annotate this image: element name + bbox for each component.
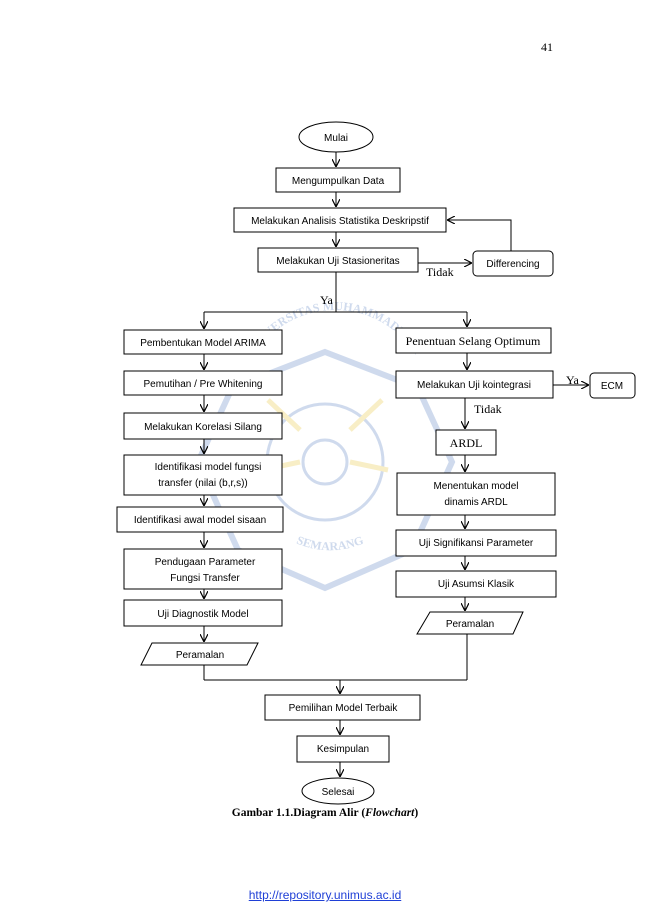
node-korelasi [123, 412, 283, 440]
node-kointegrasi [395, 370, 554, 399]
node-arima [123, 329, 283, 355]
node-menentukan [396, 472, 556, 516]
node-selang [395, 327, 552, 354]
node-asumsi [395, 570, 557, 598]
node-analisis [233, 207, 447, 233]
figure-caption: Gambar 1.1.Diagram Alir (Flowchart) [0, 807, 650, 819]
node-ecm-label: ECM [601, 381, 623, 392]
node-mulai-label: Mulai [324, 133, 348, 144]
node-peramalan-right [416, 611, 524, 635]
node-ardl-label: ARDL [450, 436, 483, 450]
edge-label-tidak-1: Tidak [426, 265, 454, 279]
edge-label-ya-2: Ya [566, 373, 579, 387]
node-signifikansi [395, 529, 557, 557]
node-pendugaan-label-2: Fungsi Transfer [170, 573, 240, 584]
node-pendugaan-label-1: Pendugaan Parameter [155, 557, 256, 568]
node-kesimpulan [296, 735, 390, 763]
caption-end: ) [414, 807, 419, 819]
edge-label-tidak-2: Tidak [474, 402, 502, 416]
node-pendugaan [123, 548, 283, 590]
repository-link[interactable]: http://repository.unimus.ac.id [248, 888, 402, 902]
node-arima-label: Pembentukan Model ARIMA [140, 338, 266, 349]
node-selesai [301, 777, 375, 805]
node-identifikasi-label-2: transfer (nilai (b,r,s)) [158, 478, 247, 489]
node-identifikasi-label-1: Identifikasi model fungsi [155, 462, 262, 473]
caption-main: Gambar 1.1.Diagram Alir ( [231, 807, 366, 819]
node-menentukan-label-1: Menentukan model [433, 481, 518, 492]
node-peramalan-left-label: Peramalan [176, 650, 224, 661]
node-mengumpulkan-data [275, 167, 401, 193]
node-pemilihan [264, 694, 421, 721]
node-analisis-label: Melakukan Analisis Statistika Deskripsti… [251, 216, 429, 227]
node-identifikasi [123, 454, 283, 496]
watermark-bottom-text: SEMARANG [295, 533, 366, 553]
edge-label-ya-1: Ya [320, 293, 333, 307]
node-selesai-label: Selesai [322, 787, 355, 798]
node-kointegrasi-label: Melakukan Uji kointegrasi [417, 380, 531, 391]
node-stasioneritas-label: Melakukan Uji Stasioneritas [276, 256, 399, 267]
node-sisaan [116, 506, 284, 533]
page-number: 41 [541, 40, 553, 54]
node-asumsi-label: Uji Asumsi Klasik [438, 579, 515, 590]
node-pemutihan-label: Pemutihan / Pre Whitening [144, 379, 263, 390]
node-diagnostik-label: Uji Diagnostik Model [157, 609, 248, 620]
node-signifikansi-label: Uji Signifikansi Parameter [419, 538, 534, 549]
node-differencing [472, 250, 554, 277]
footer: http://repository.unimus.ac.id [0, 888, 650, 902]
node-diagnostik [123, 599, 283, 627]
node-ardl [435, 429, 497, 456]
node-pemutihan [123, 370, 283, 396]
caption-italic: Flowchart [365, 807, 415, 819]
node-stasioneritas [257, 247, 419, 273]
node-differencing-label: Differencing [486, 259, 539, 270]
node-menentukan-label-2: dinamis ARDL [444, 497, 508, 508]
node-pemilihan-label: Pemilihan Model Terbaik [289, 703, 399, 714]
node-sisaan-label: Identifikasi awal model sisaan [134, 515, 266, 526]
node-peramalan-left [140, 642, 259, 666]
node-peramalan-right-label: Peramalan [446, 619, 494, 630]
node-korelasi-label: Melakukan Korelasi Silang [144, 422, 262, 433]
node-ecm [589, 372, 636, 399]
node-selang-label: Penentuan Selang Optimum [406, 334, 541, 348]
node-mengumpulkan-label: Mengumpulkan Data [292, 176, 385, 187]
node-kesimpulan-label: Kesimpulan [317, 744, 369, 755]
